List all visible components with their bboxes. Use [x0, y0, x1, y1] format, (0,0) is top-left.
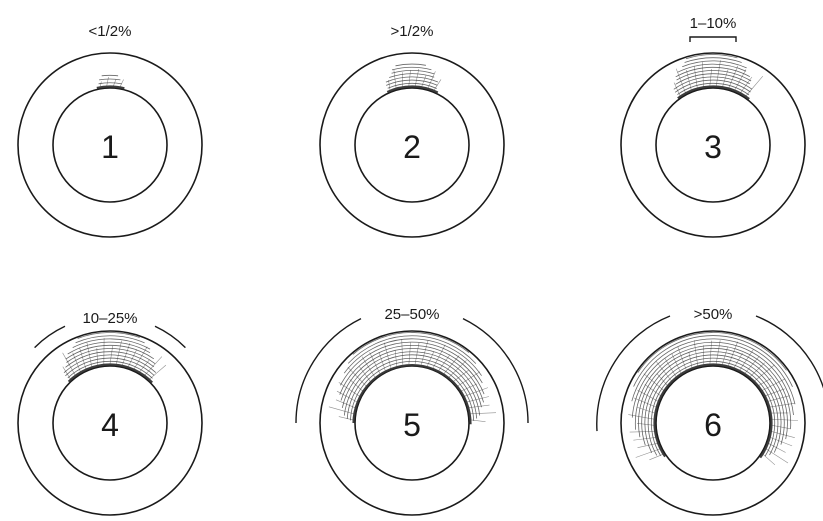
percentage-label: 10–25%: [82, 310, 137, 327]
diagram-5: 25–50% 5: [296, 306, 528, 515]
hatch-stroke: [396, 64, 426, 66]
hatch-tick: [415, 343, 419, 364]
hatch-stroke: [99, 83, 122, 84]
hatch-tick: [389, 80, 391, 90]
hatch-tick: [467, 397, 489, 402]
hatch-tick: [630, 431, 655, 432]
hatch-tick: [465, 388, 488, 397]
diagram-2: >1/2% 2: [320, 23, 504, 237]
hatch-tick: [633, 437, 655, 440]
hatch-tick: [686, 70, 691, 90]
hatch-tick: [470, 413, 496, 414]
hatch-stroke: [685, 58, 742, 63]
hatch-tick: [741, 77, 752, 93]
diagram-number: 1: [101, 129, 119, 165]
hatch-tick: [763, 454, 775, 465]
hatch-tick: [768, 443, 785, 452]
diagram-number: 6: [704, 407, 722, 443]
diagram-number: 3: [704, 129, 722, 165]
hatch-tick: [120, 80, 124, 87]
hatch-stroke: [392, 67, 431, 70]
shaded-region: [97, 75, 125, 88]
range-arc-right: [155, 326, 185, 347]
range-arc-left: [597, 316, 670, 431]
percentage-label: 1–10%: [690, 15, 737, 32]
percentage-label: >50%: [694, 306, 733, 323]
diagram-1: <1/2% 1: [18, 23, 202, 237]
percentage-label: <1/2%: [89, 23, 132, 40]
diagram-number: 2: [403, 129, 421, 165]
hatch-tick: [458, 372, 480, 386]
diagram-4: 10–25% 4: [18, 310, 202, 515]
hatch-tick: [636, 449, 660, 458]
range-bracket: [690, 37, 736, 42]
diagram-3: 1–10% 3: [621, 15, 805, 237]
hatch-tick: [471, 420, 486, 422]
range-arc-right: [756, 316, 823, 431]
hatch-tick: [329, 407, 354, 414]
hatch-tick: [772, 419, 798, 420]
hatch-tick: [87, 343, 92, 367]
hatch-tick: [657, 374, 668, 386]
hatch-stroke: [66, 345, 154, 359]
percentage-label: >1/2%: [391, 23, 434, 40]
hatch-tick: [710, 341, 712, 364]
hatch-tick: [766, 449, 788, 463]
hatch-tick: [409, 70, 411, 86]
hatch-tick: [676, 69, 685, 93]
hatch-tick: [469, 405, 490, 408]
percentage-label: 25–50%: [384, 306, 439, 323]
diagram-number: 5: [403, 407, 421, 443]
hatch-stroke: [99, 79, 120, 80]
diagram-number: 4: [101, 407, 119, 443]
hatch-tick: [428, 71, 436, 88]
hatch-tick: [444, 356, 459, 374]
diagram-6: >50% 6: [597, 306, 823, 515]
hatch-tick: [107, 77, 109, 86]
hatch-tick: [678, 347, 687, 371]
hatch-tick: [462, 384, 478, 391]
hatch-tick: [638, 443, 658, 447]
range-arc-left: [35, 326, 65, 347]
